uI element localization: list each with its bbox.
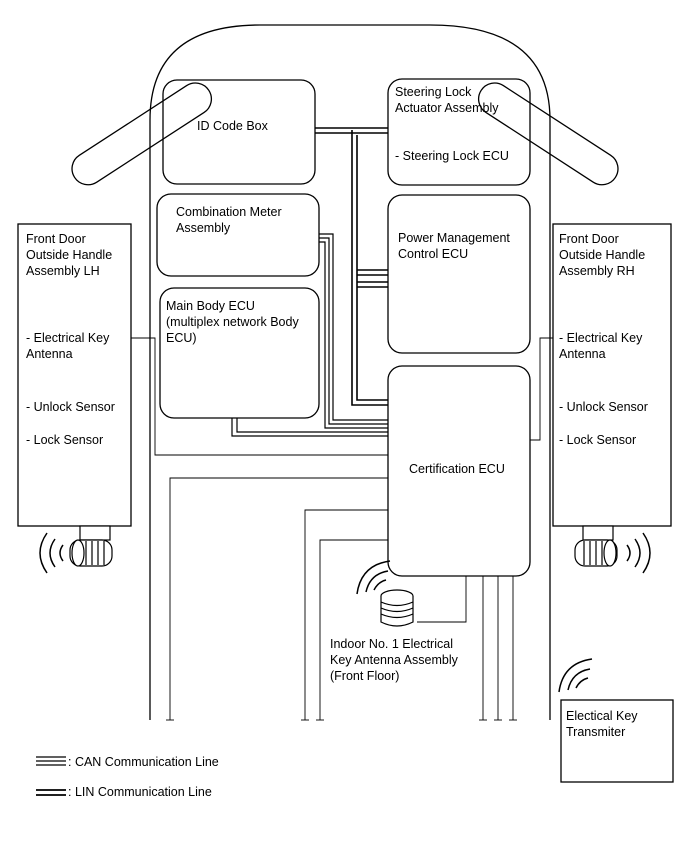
transmitter-wave-icon: [558, 658, 593, 693]
wire-floor-2: [304, 509, 388, 720]
can-line-3: [319, 241, 388, 429]
vehicle-body-outline: [149, 24, 551, 720]
door-lh-box: [17, 223, 132, 527]
can-line-5: [236, 418, 388, 433]
wire-lh-antenna: [131, 337, 388, 456]
door-rh-lock: - Lock Sensor: [559, 433, 637, 447]
certification-ecu-label: Certification ECU: [409, 462, 505, 476]
door-lh-unlock: - Unlock Sensor: [26, 400, 115, 414]
steering-lock-title: Steering Lock Actuator Assembly: [395, 85, 499, 115]
wire-floor-3: [319, 539, 388, 720]
can-line-4: [231, 418, 388, 437]
wire-rh-antenna: [530, 337, 553, 441]
legend-lin-label: : LIN Communication Line: [68, 785, 212, 799]
rh-antenna-coil-icon: [574, 525, 618, 567]
power-management-box: [387, 194, 531, 354]
door-lh-antenna: - Electrical Key Antenna: [26, 331, 110, 361]
can-lines: [231, 233, 388, 437]
power-management-label: Power Management Control ECU: [398, 231, 510, 261]
steering-lock-sub: - Steering Lock ECU: [395, 149, 509, 163]
rh-wave-icon: [626, 532, 651, 574]
indoor-antenna-label: Indoor No. 1 Electrical Key Antenna Asse…: [330, 637, 458, 683]
indoor-wave-icon: [356, 560, 391, 595]
can-line-1: [319, 233, 388, 421]
main-body-ecu-label: Main Body ECU (multiplex network Body EC…: [166, 299, 299, 345]
right-mirror: [477, 82, 619, 186]
legend-can-swatch: [36, 756, 66, 766]
door-rh-unlock: - Unlock Sensor: [559, 400, 648, 414]
lin-lines: [315, 127, 388, 406]
lh-antenna-coil-icon: [69, 525, 113, 567]
lh-wave-icon: [39, 532, 64, 574]
steering-lock-box: [387, 78, 531, 186]
combination-meter-label: Combination Meter Assembly: [176, 205, 282, 235]
can-line-2: [319, 237, 388, 425]
main-body-ecu-box: [159, 287, 320, 419]
left-mirror: [71, 82, 213, 186]
indoor-antenna-coil-icon: [380, 589, 414, 627]
door-lh-title: Front Door Outside Handle Assembly LH: [26, 232, 113, 278]
transmitter-label: Electical Key Transmiter: [566, 709, 638, 739]
lin-line-vertical-b: [356, 135, 388, 401]
signal-wires: [131, 337, 553, 720]
id-code-box-label: ID Code Box: [197, 119, 268, 133]
transmitter-box: [560, 699, 674, 783]
door-lh-lock: - Lock Sensor: [26, 433, 104, 447]
door-rh-antenna: - Electrical Key Antenna: [559, 331, 643, 361]
door-rh-title: Front Door Outside Handle Assembly RH: [559, 232, 646, 278]
id-code-box: [162, 79, 316, 185]
lin-line-vertical-a: [351, 130, 388, 406]
legend-lin-swatch: [36, 789, 66, 796]
legend-can-label: : CAN Communication Line: [68, 755, 219, 769]
wire-floor-1: [169, 477, 388, 720]
wire-indoor-antenna: [417, 576, 467, 623]
certification-ecu-box: [387, 365, 531, 577]
combination-meter-box: [156, 193, 320, 277]
